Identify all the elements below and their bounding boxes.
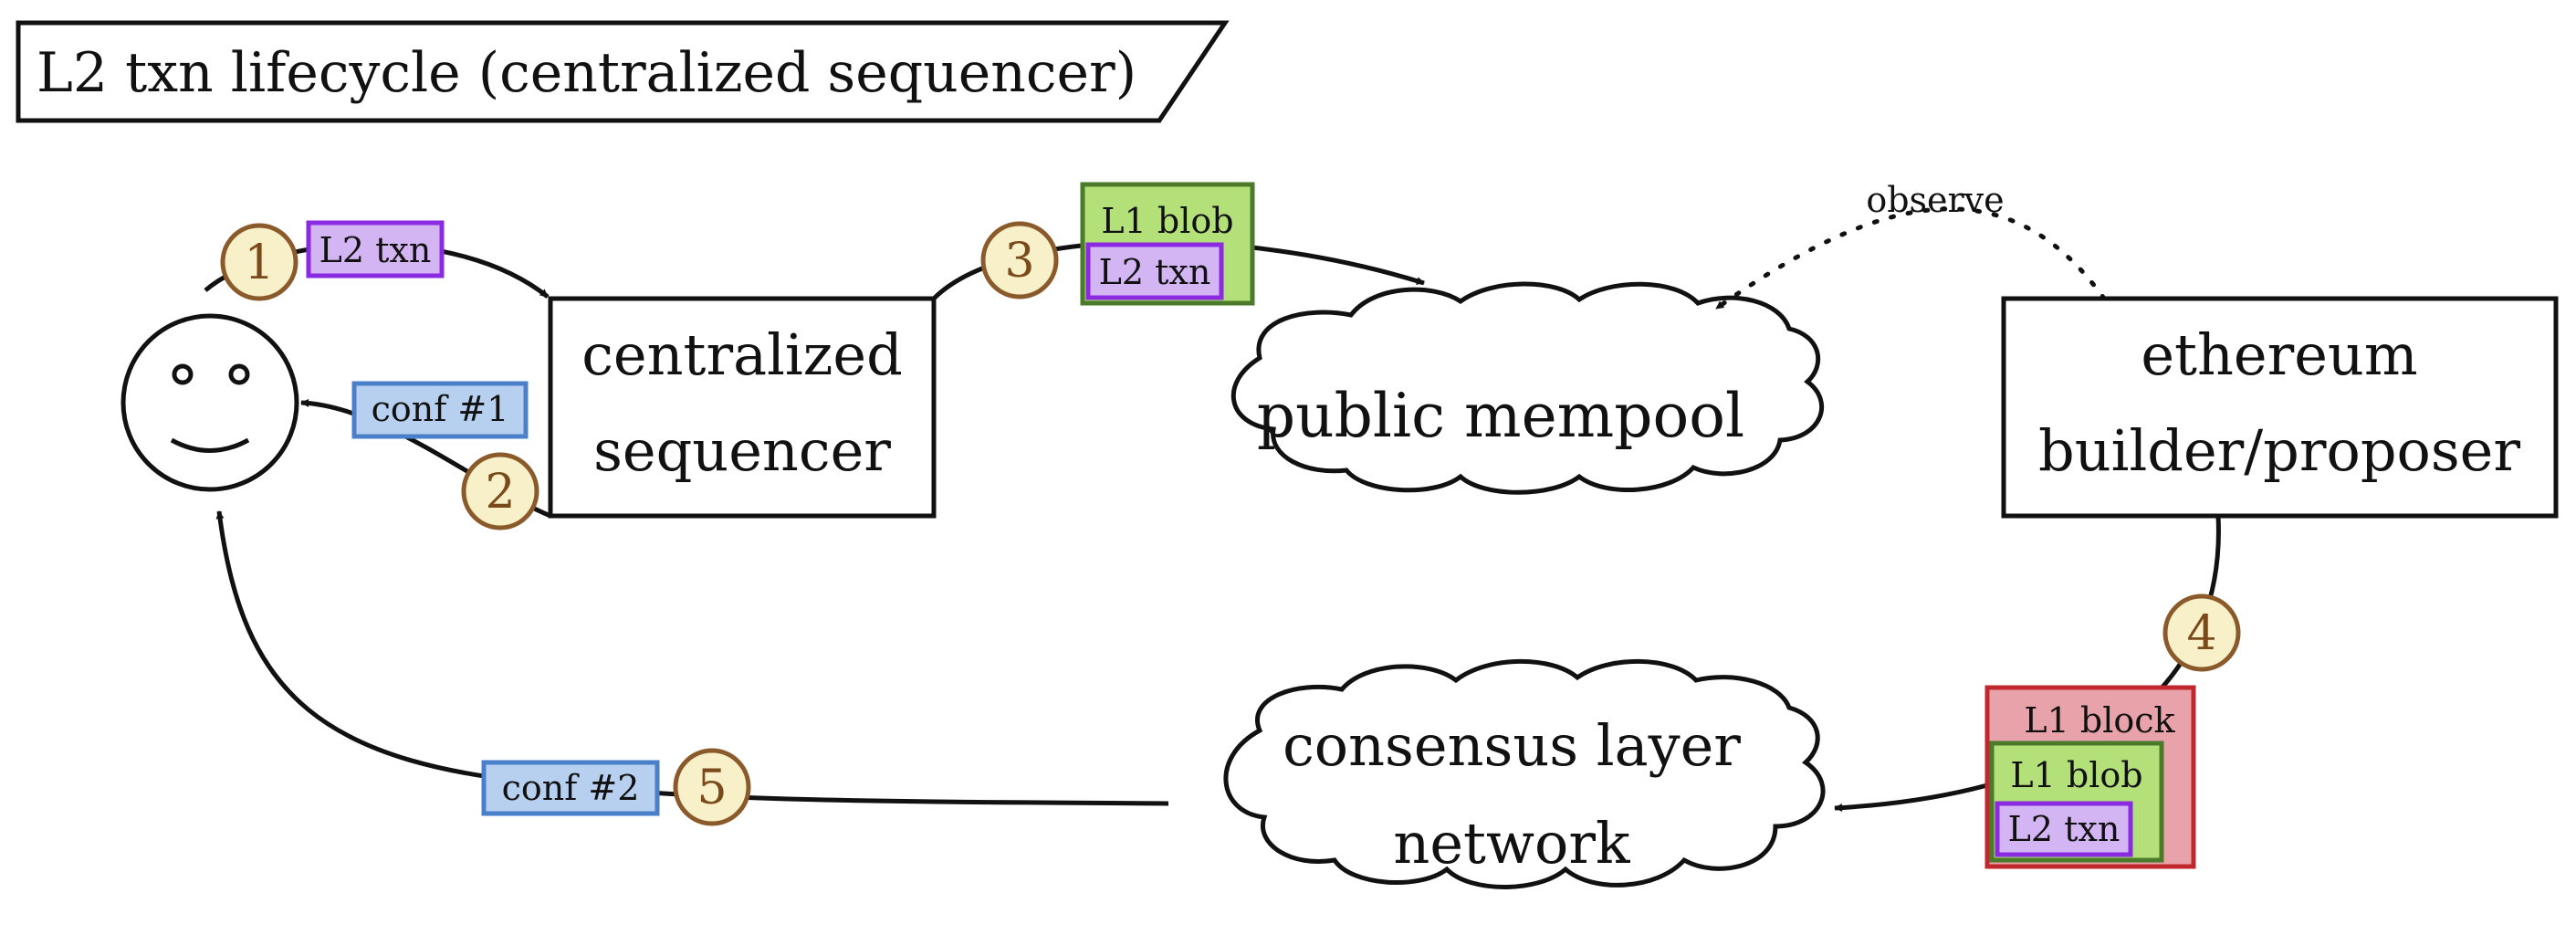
l2-txn-tag-step1-label: L2 txn [319, 230, 432, 270]
conf-2-tag-label: conf #2 [502, 768, 640, 808]
step-5-circle [673, 748, 751, 826]
l1-block-tag-label: L1 block [2024, 700, 2175, 741]
mempool-cloud-shape [1230, 281, 1825, 495]
mempool-cloud: public mempool [1230, 281, 1825, 495]
consensus-cloud: consensus layer network [1223, 658, 1826, 889]
consensus-label-line2: network [1393, 810, 1630, 877]
conf-1-tag-box [351, 381, 529, 439]
step-5-number: 5 [696, 761, 727, 815]
sequencer-node: centralized sequencer [548, 296, 937, 519]
l1-block-tag: L1 block L1 blob L2 txn [1984, 685, 2196, 869]
conf-2-tag: conf #2 [481, 760, 660, 816]
step-3-marker: 3 [980, 221, 1059, 299]
builder-node: ethereum builder/proposer [2001, 296, 2559, 519]
consensus-cloud-shape [1223, 658, 1826, 889]
step-5-marker: 5 [673, 748, 751, 826]
l1-blob-tag-step3: L1 blob L2 txn [1080, 182, 1255, 306]
smiley-mouth [170, 437, 250, 453]
l2-txn-tag-step1: L2 txn [306, 220, 445, 278]
l2-txn-tag-step4-label: L2 txn [2008, 809, 2120, 849]
sequencer-box [548, 296, 937, 519]
l1-blob-tag-step3-label: L1 blob [1101, 201, 1233, 241]
step-3-circle [980, 221, 1059, 299]
title-banner-shape [16, 20, 1230, 123]
sequencer-label-line1: centralized [581, 321, 903, 388]
step-3-number: 3 [1004, 234, 1034, 289]
builder-label-line1: ethereum [2141, 321, 2417, 388]
l2-txn-tag-step1-box [306, 220, 445, 278]
l2-txn-tag-step3-box [1085, 242, 1224, 300]
builder-box [2001, 296, 2559, 519]
conf-1-tag-label: conf #1 [372, 389, 509, 429]
builder-label-line2: builder/proposer [2038, 417, 2520, 484]
consensus-label-line1: consensus layer [1283, 712, 1741, 779]
mempool-label: public mempool [1257, 381, 1744, 451]
title-banner: L2 txn lifecycle (centralized sequencer) [16, 20, 1230, 123]
observe-label: observe [1866, 180, 2004, 220]
conf-1-tag: conf #1 [351, 381, 529, 439]
step-1-number: 1 [244, 236, 274, 290]
user-smiley-icon [120, 313, 299, 492]
edge-builder-observes-mempool [1713, 206, 2107, 311]
smiley-left-eye [172, 363, 194, 385]
step-4-circle [2162, 594, 2241, 672]
step-4-marker: 4 [2162, 594, 2241, 672]
l2-txn-tag-step3-label: L2 txn [1099, 252, 1211, 292]
sequencer-label-line2: sequencer [593, 417, 891, 484]
conf-2-tag-box [481, 760, 660, 816]
step-1-marker: 1 [220, 223, 298, 301]
l1-blob-tag-step4-label: L1 blob [2010, 755, 2142, 795]
step-2-marker: 2 [461, 452, 539, 531]
smiley-face-outline [120, 313, 299, 492]
step-2-circle [461, 452, 539, 531]
l2-txn-tag-step4-box [1995, 801, 2133, 857]
step-4-number: 4 [2186, 606, 2216, 661]
step-1-circle [220, 223, 298, 301]
diagram-title: L2 txn lifecycle (centralized sequencer) [37, 41, 1136, 105]
smiley-right-eye [228, 363, 250, 385]
step-2-number: 2 [485, 465, 515, 520]
